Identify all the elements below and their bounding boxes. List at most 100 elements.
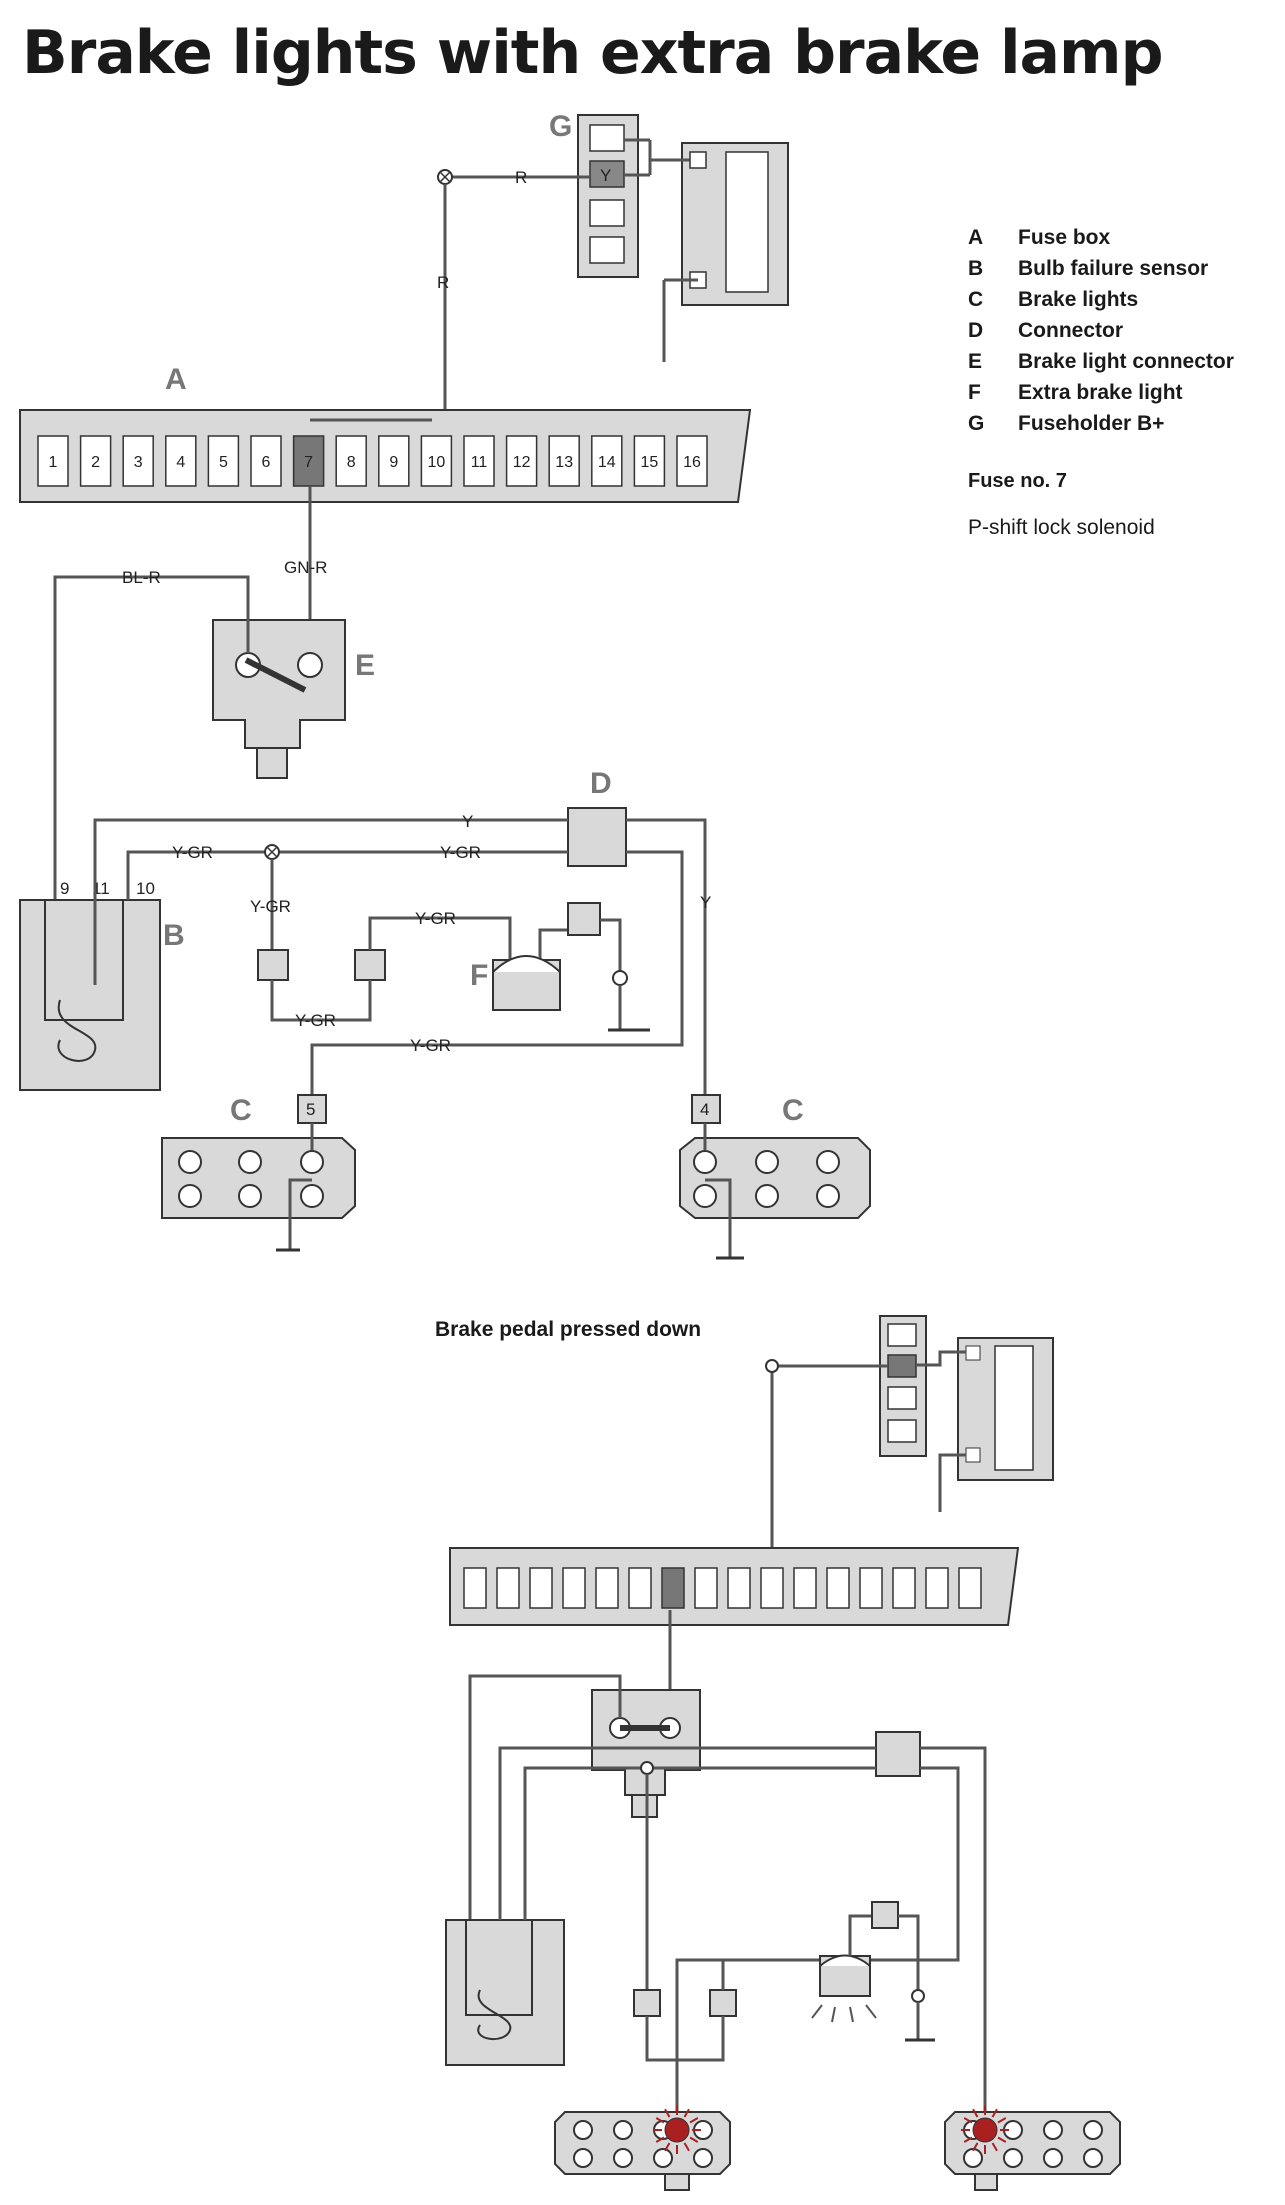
component-legend: A Fuse box B Bulb failure sensor C Brake li… — [968, 222, 1278, 439]
fuseholder-g — [577, 114, 652, 278]
wire-r-top: R — [515, 168, 527, 187]
fuse-slot — [676, 435, 708, 487]
pressed-lamp-body — [944, 2106, 1121, 2175]
pressed-fuse-slot — [661, 1567, 685, 1609]
fuse-slot — [420, 435, 453, 487]
legend-letter: G — [968, 411, 985, 435]
legend-text: Bulb failure sensor — [1018, 256, 1209, 280]
legend-text: Fuse box — [1018, 225, 1111, 249]
legend-item: A Fuse box — [968, 222, 1278, 253]
legend-letter: F — [968, 380, 981, 404]
pressed-fuse-slot — [925, 1567, 949, 1609]
label-a: A — [165, 363, 187, 396]
wire-y-gr-5: Y-GR — [415, 909, 456, 928]
fuse-number: 13 — [555, 454, 573, 471]
fuse-number: 12 — [513, 454, 531, 471]
pressed-fuse-slot — [529, 1567, 553, 1609]
legend-letter: B — [968, 256, 984, 280]
wire-y-top: Y — [462, 812, 473, 831]
bulb-failure-sensor-b — [19, 899, 161, 1091]
pressed-fuse-slot — [892, 1567, 916, 1609]
wire-y-gr-4: Y-GR — [295, 1011, 336, 1030]
wire-y-gr-2: Y-GR — [440, 843, 481, 862]
legend-letter: D — [968, 318, 984, 342]
battery — [650, 142, 789, 362]
legend-text: Connector — [1018, 318, 1123, 342]
fuse-slot — [122, 435, 154, 487]
fuse-number: 6 — [262, 454, 271, 471]
label-c-left: C — [230, 1094, 252, 1127]
fuse-slot — [378, 435, 410, 487]
label-f: F — [470, 959, 488, 992]
wire-gn-r: GN-R — [284, 558, 327, 577]
legend-item: D Connector — [968, 315, 1278, 346]
fuse-g-label: Y — [600, 166, 611, 185]
pressed-fuse-slot — [859, 1567, 883, 1609]
fuse-slot — [335, 435, 367, 487]
label-c-right: C — [782, 1094, 804, 1127]
fuse-slot — [250, 435, 282, 487]
pressed-fuse-slot — [760, 1567, 784, 1609]
pressed-fuseholder — [879, 1315, 1054, 1512]
wire-y-gr-3: Y-GR — [250, 897, 291, 916]
pressed-fuse-slot — [727, 1567, 751, 1609]
fuse-number: 4 — [176, 454, 185, 471]
fuse-slot — [591, 435, 623, 487]
fuse-slot — [37, 435, 69, 487]
label-b: B — [163, 919, 185, 952]
pin-9: 9 — [60, 879, 69, 898]
legend-text: Extra brake light — [1018, 380, 1183, 404]
fuse-number: 1 — [49, 454, 58, 471]
pin-10: 10 — [136, 879, 155, 898]
lit-bulb — [664, 2117, 690, 2143]
fuse-note: Fuse no. 7 — [968, 470, 1067, 492]
legend-letter: C — [968, 287, 984, 311]
legend-item: C Brake lights — [968, 284, 1278, 315]
legend-text: Fuseholder B+ — [1018, 411, 1165, 435]
connector-d — [567, 807, 627, 867]
pressed-bulb-sensor — [445, 1919, 565, 2066]
pressed-fuse-slot — [958, 1567, 982, 1609]
fuse-number: 7 — [304, 454, 313, 471]
pressed-fuse-slot — [463, 1567, 487, 1609]
pressed-fuse-slot — [826, 1567, 850, 1609]
pin-c-right: 4 — [700, 1100, 709, 1119]
wire-bl-r: BL-R — [122, 568, 161, 587]
legend-letter: E — [968, 349, 983, 373]
fuse-slot — [207, 435, 240, 487]
page-title: Brake lights with extra brake lamp — [22, 18, 1164, 88]
pressed-extra-light — [811, 1901, 935, 2042]
extra-brake-light-f — [492, 902, 650, 1032]
legend-text: Brake lights — [1018, 287, 1139, 311]
fuse-description: P-shift lock solenoid — [968, 516, 1155, 539]
fuse-number: 16 — [683, 454, 701, 471]
fuse-number: 2 — [91, 454, 100, 471]
legend-item: F Extra brake light — [968, 377, 1278, 408]
fuse-slot — [463, 435, 495, 487]
legend-item: E Brake light connector — [968, 346, 1278, 377]
label-d: D — [590, 767, 612, 800]
brake-light-connector-e — [212, 619, 346, 779]
fuse-number: 14 — [598, 454, 616, 471]
wire-r-vert: R — [437, 273, 449, 292]
wire-y-right: Y — [700, 893, 711, 912]
wire-y-gr-1: Y-GR — [172, 843, 213, 862]
fuse-number: 3 — [134, 454, 143, 471]
label-e: E — [355, 649, 375, 682]
legend-text: Brake light connector — [1018, 349, 1234, 373]
label-g: G — [549, 110, 572, 143]
fuse-number: 11 — [471, 454, 488, 471]
fuse-slot — [548, 435, 580, 487]
pressed-state-title: Brake pedal pressed down — [435, 1318, 702, 1341]
pressed-fuse-slot — [694, 1567, 718, 1609]
pressed-fuse-slot — [628, 1567, 652, 1609]
fuse-slot — [292, 435, 325, 487]
fuse-number: 8 — [347, 454, 356, 471]
fuse-slot — [79, 435, 112, 487]
legend-letter: A — [968, 225, 984, 249]
fuse-number: 9 — [389, 454, 398, 471]
pressed-fuse-slot — [496, 1567, 520, 1609]
wire-y-gr-6: Y-GR — [410, 1036, 451, 1055]
brake-light-left — [161, 1094, 356, 1252]
